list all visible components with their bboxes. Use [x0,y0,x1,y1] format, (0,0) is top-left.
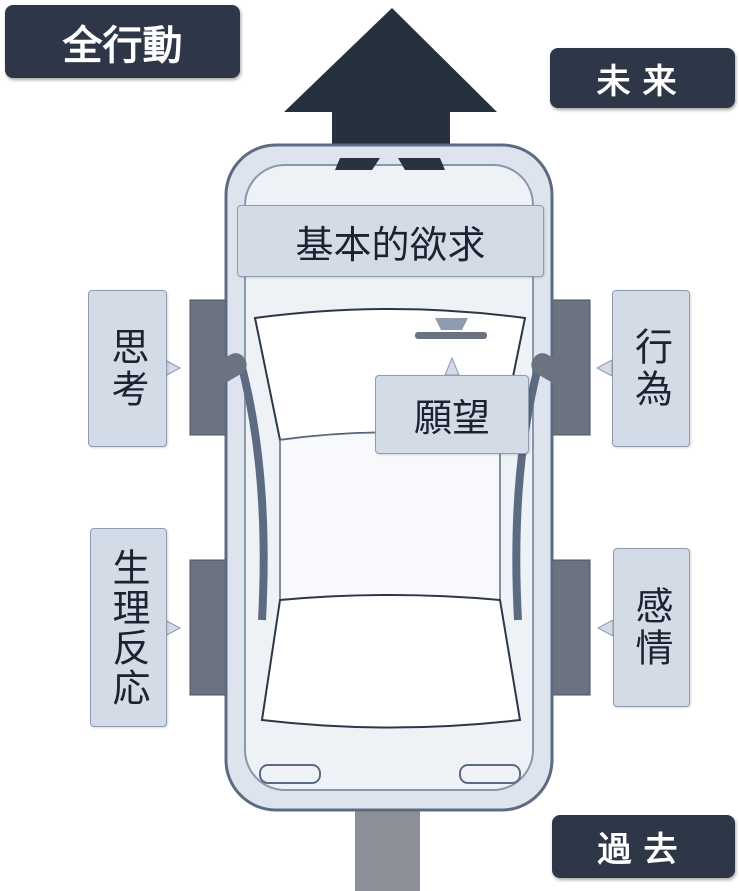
all-actions-label: 全行動 [5,5,240,78]
basic-desire-label: 基本的欲求 [237,205,544,277]
rearview-mirror [415,332,487,339]
wheel-rear-right [547,559,591,696]
headlight-right [398,158,445,170]
emotion-label: 感情 [613,548,690,707]
wish-label: 願望 [375,375,529,454]
physiological-response-label: 生理反応 [90,528,167,727]
side-mirror-right [531,353,577,389]
behavior-label: 行為 [612,290,690,447]
side-mirror-left [201,353,247,389]
future-label: 未来 [550,48,735,108]
thinking-label: 思考 [88,290,167,447]
headlight-left [335,158,380,170]
past-label: 過去 [552,815,735,878]
future-arrow [284,8,497,150]
